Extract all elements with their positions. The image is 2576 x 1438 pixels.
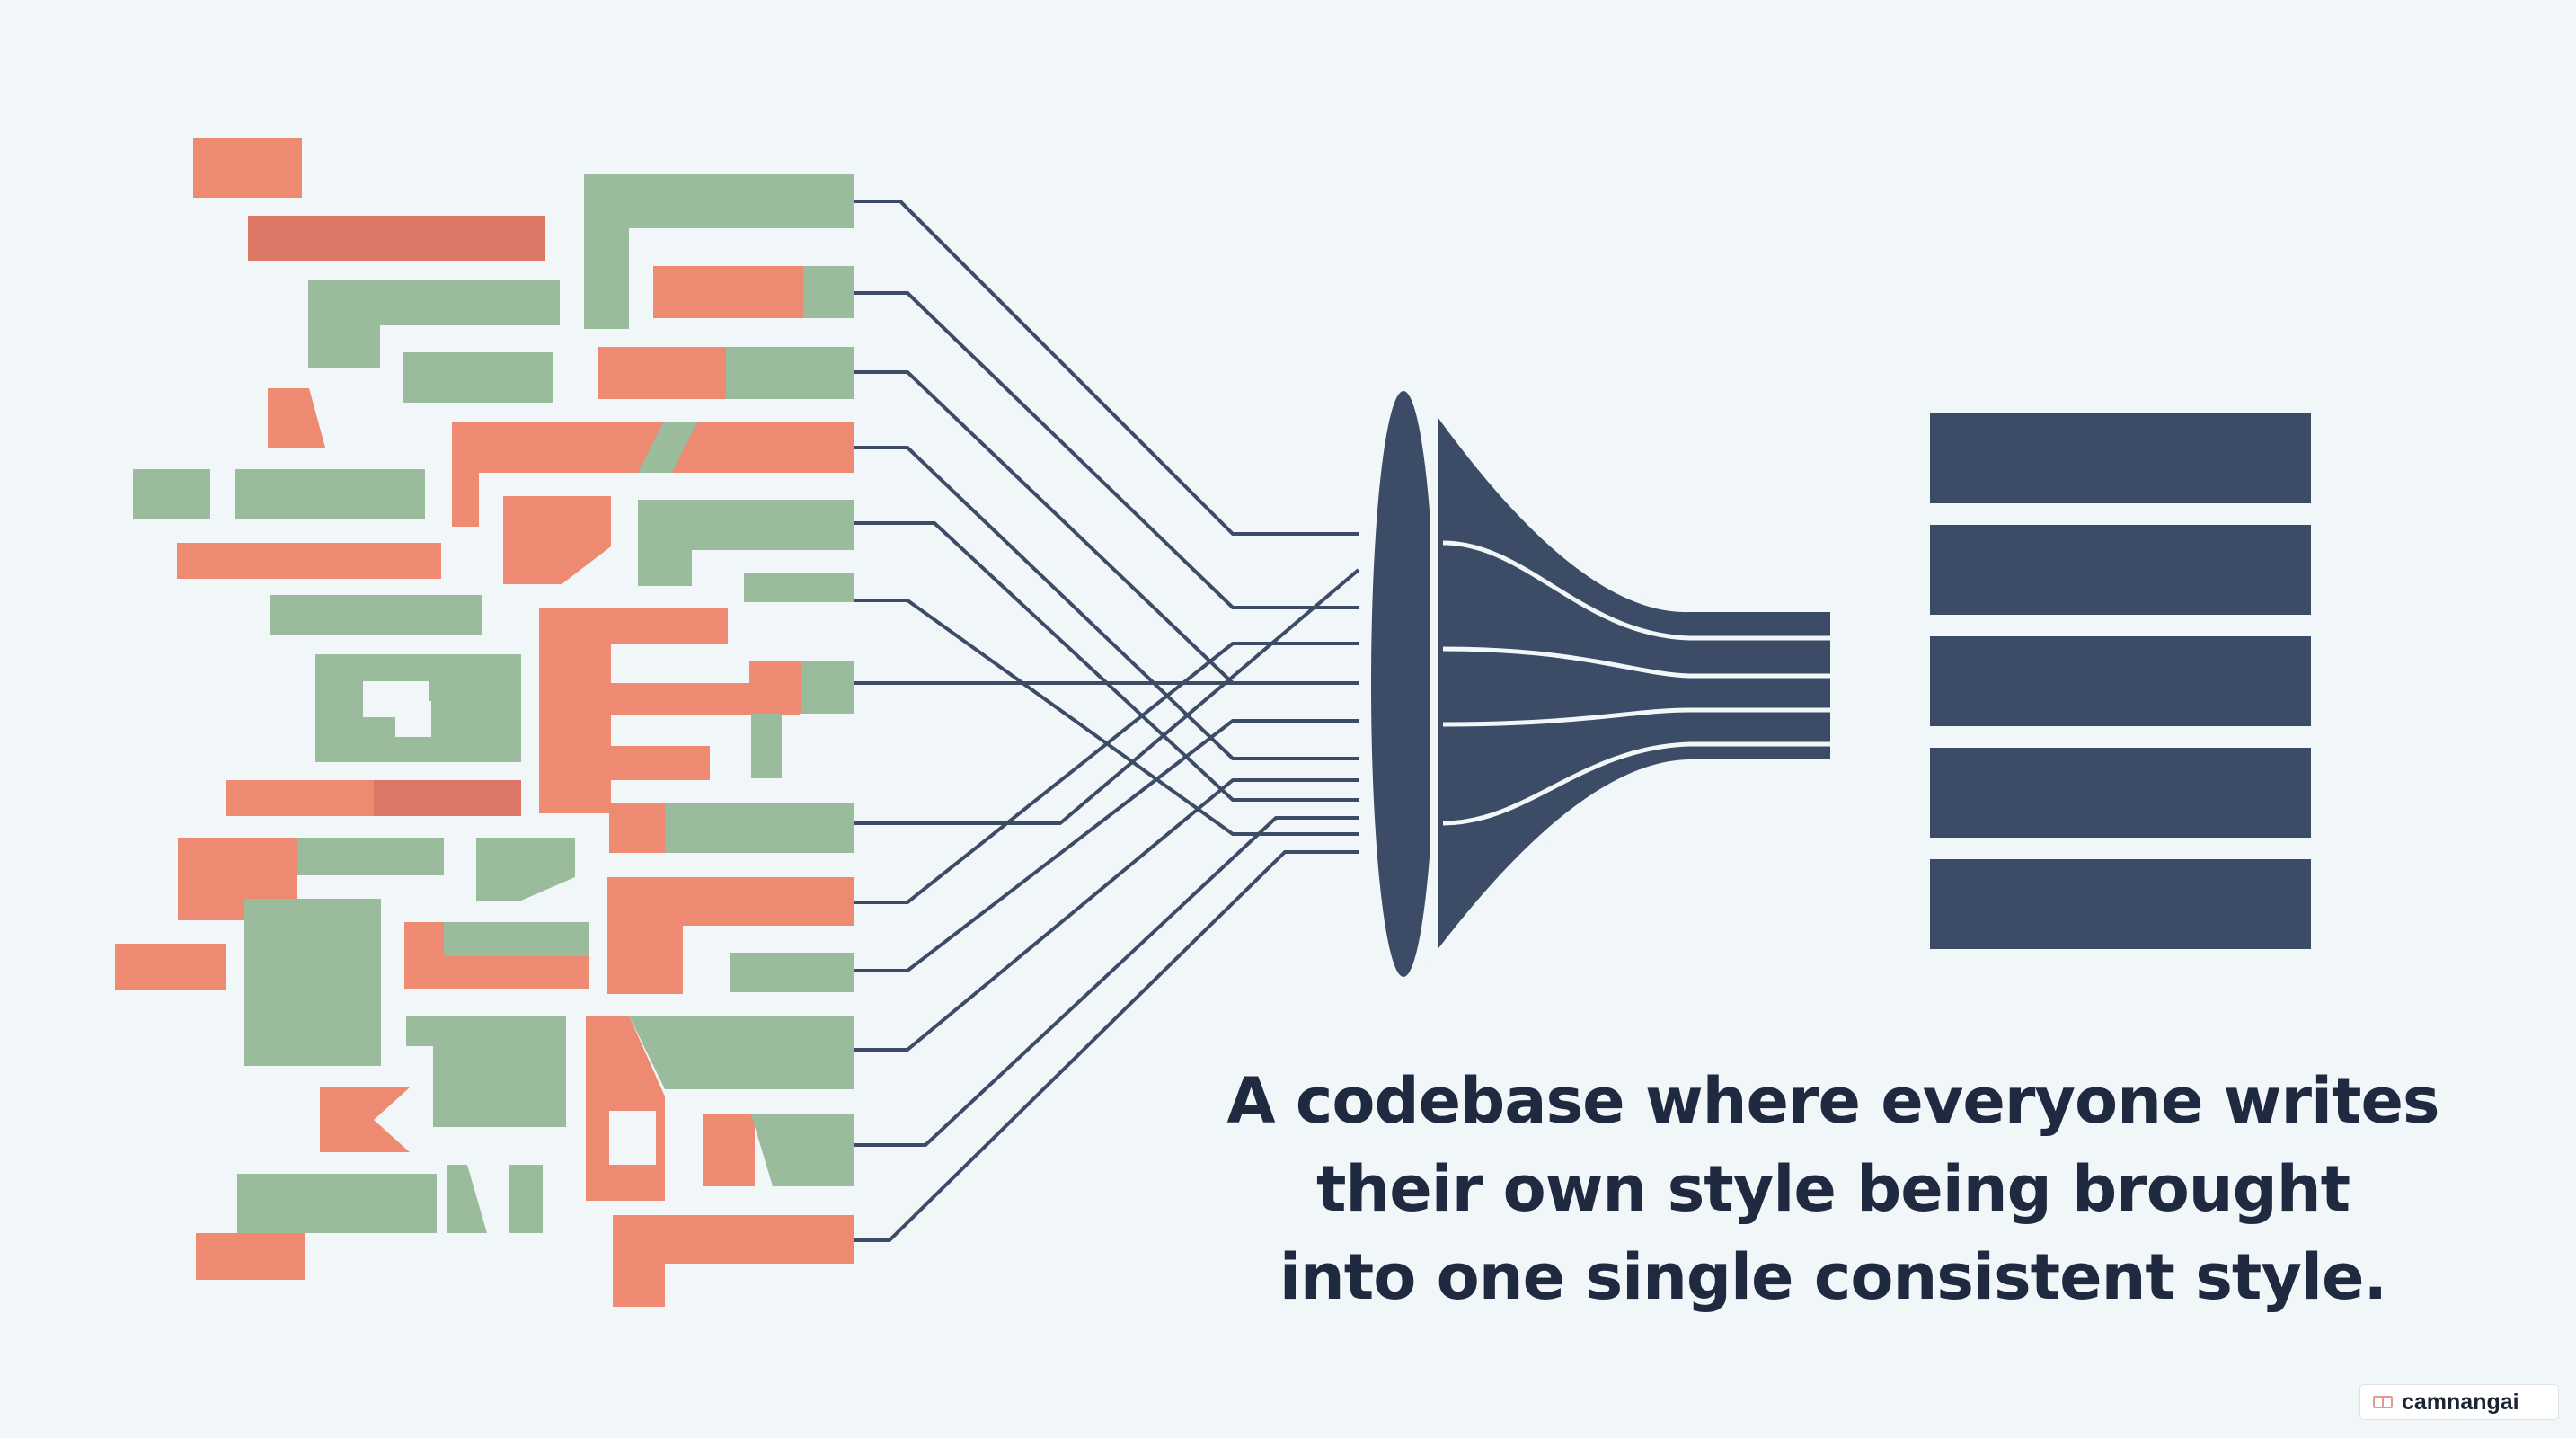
code-block-sage	[629, 1016, 854, 1089]
consistent-code-bar	[1930, 636, 2311, 726]
code-block-sage	[730, 953, 854, 992]
caption-line-1: A codebase where everyone writes	[1226, 1064, 2439, 1138]
connector-line	[854, 446, 1359, 760]
code-block-sage	[584, 174, 854, 329]
code-block-coral	[607, 877, 854, 994]
code-block-coral	[452, 422, 854, 527]
code-block-coral	[503, 496, 611, 584]
code-block-coral	[177, 543, 441, 579]
code-block-sage	[308, 280, 560, 368]
watermark-badge: camnangai	[2359, 1384, 2559, 1420]
code-block-sage	[803, 266, 854, 318]
connector-line	[854, 719, 1359, 972]
funnel-inner-channels	[1442, 540, 1835, 826]
code-block-coral	[653, 266, 806, 318]
code-block-sage	[509, 1165, 543, 1233]
caption: A codebase where everyone writes their o…	[1168, 1057, 2498, 1321]
code-block-sage	[638, 422, 697, 473]
code-block-sage	[395, 701, 431, 737]
code-block-sage	[444, 922, 589, 956]
consistent-code-bar	[1930, 748, 2311, 838]
code-block-coral	[268, 388, 325, 448]
consistent-code-bar	[1930, 859, 2311, 949]
funnel-mouth	[1371, 391, 1436, 977]
code-block-sage	[297, 838, 444, 875]
style-conversion-lines	[854, 200, 1360, 1242]
code-block-sage	[751, 714, 782, 778]
book-icon	[2373, 1396, 2393, 1408]
connector-line	[854, 850, 1359, 1242]
code-block-sage	[237, 1174, 437, 1233]
code-block-sage	[244, 899, 381, 1066]
code-block-coral	[598, 347, 728, 399]
code-block-coral	[609, 1111, 656, 1165]
code-block-sage	[447, 1165, 487, 1233]
connector-line	[854, 642, 1359, 904]
code-block-coral	[374, 780, 521, 816]
code-block-sage	[665, 803, 854, 853]
code-block-sage	[403, 352, 553, 403]
code-block-sage	[638, 500, 854, 586]
code-block-sage	[744, 573, 854, 602]
code-block-coral	[320, 1087, 410, 1152]
caption-line-2: their own style being brought	[1315, 1152, 2350, 1226]
code-block-sage	[801, 661, 854, 714]
watermark-text: camnangai	[2402, 1389, 2519, 1415]
code-block-coral	[115, 944, 226, 990]
consistent-code-bar	[1930, 413, 2311, 503]
connector-line	[854, 291, 1359, 609]
code-block-coral	[539, 608, 800, 813]
connector-line	[854, 816, 1359, 1147]
connector-line	[854, 599, 1359, 836]
code-block-coral	[193, 138, 302, 198]
code-block-coral	[248, 216, 545, 261]
code-block-sage	[270, 595, 482, 635]
code-block-sage	[133, 469, 210, 519]
code-block-sage	[726, 347, 854, 399]
code-block-sage	[476, 838, 575, 901]
inconsistent-code-blocks	[115, 138, 854, 1307]
connector-line	[854, 521, 1359, 802]
consistent-code-output	[1930, 413, 2311, 949]
code-block-sage	[406, 1016, 566, 1127]
code-block-coral	[196, 1233, 305, 1280]
formatter-funnel	[1371, 391, 1839, 977]
code-block-sage	[751, 1114, 854, 1186]
funnel-body	[1430, 400, 1839, 966]
connector-line	[854, 200, 1359, 536]
code-block-sage	[363, 717, 390, 762]
consistent-code-bar	[1930, 525, 2311, 615]
code-block-coral	[703, 1114, 755, 1186]
caption-line-3: into one single consistent style.	[1279, 1240, 2387, 1314]
connector-line	[854, 568, 1360, 825]
code-block-sage	[235, 469, 425, 519]
code-block-coral	[613, 1215, 854, 1307]
connector-line	[854, 778, 1359, 1052]
